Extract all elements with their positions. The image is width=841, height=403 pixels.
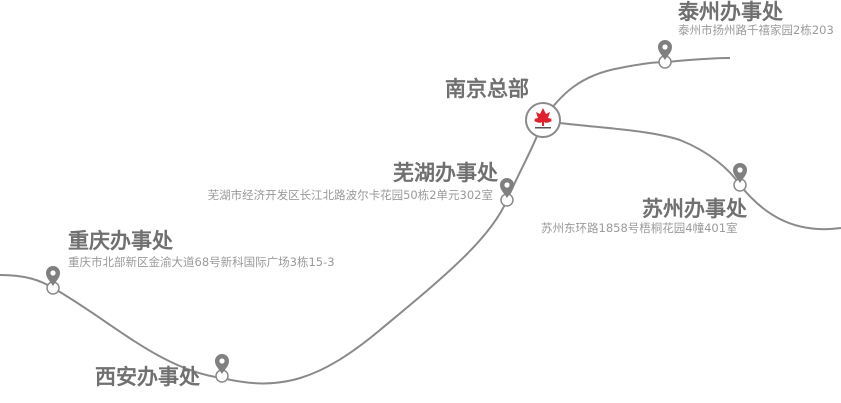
pin-markers xyxy=(46,40,747,383)
office-address-chongqing: 重庆市北部新区金渝大道68号新科国际广场3栋15-3 xyxy=(68,255,335,269)
office-name-chongqing: 重庆办事处 xyxy=(68,229,173,253)
wuhu-pin-icon xyxy=(500,178,514,207)
headquarters-name: 南京总部 xyxy=(445,77,529,101)
office-address-suzhou: 苏州东环路1858号梧桐花园4幢401室 xyxy=(541,221,738,235)
xian-pin-icon xyxy=(215,354,229,383)
route-line-taizhou xyxy=(542,57,731,121)
suzhou-pin-icon xyxy=(733,163,747,192)
office-name-suzhou: 苏州办事处 xyxy=(642,197,747,221)
route-line-suzhou xyxy=(559,122,841,231)
office-name-taizhou: 泰州办事处 xyxy=(678,0,783,24)
office-name-xian: 西安办事处 xyxy=(95,365,200,389)
office-name-wuhu: 芜湖办事处 xyxy=(393,161,498,185)
office-address-taizhou: 泰州市扬州路千禧家园2栋203 xyxy=(678,23,834,37)
office-address-wuhu: 芜湖市经济开发区长江北路波尔卡花园50栋2单元302室 xyxy=(207,188,493,202)
chongqing-pin-icon xyxy=(46,266,60,295)
maple-leaf-logo-icon xyxy=(525,102,561,138)
taizhou-pin-icon xyxy=(658,40,672,69)
